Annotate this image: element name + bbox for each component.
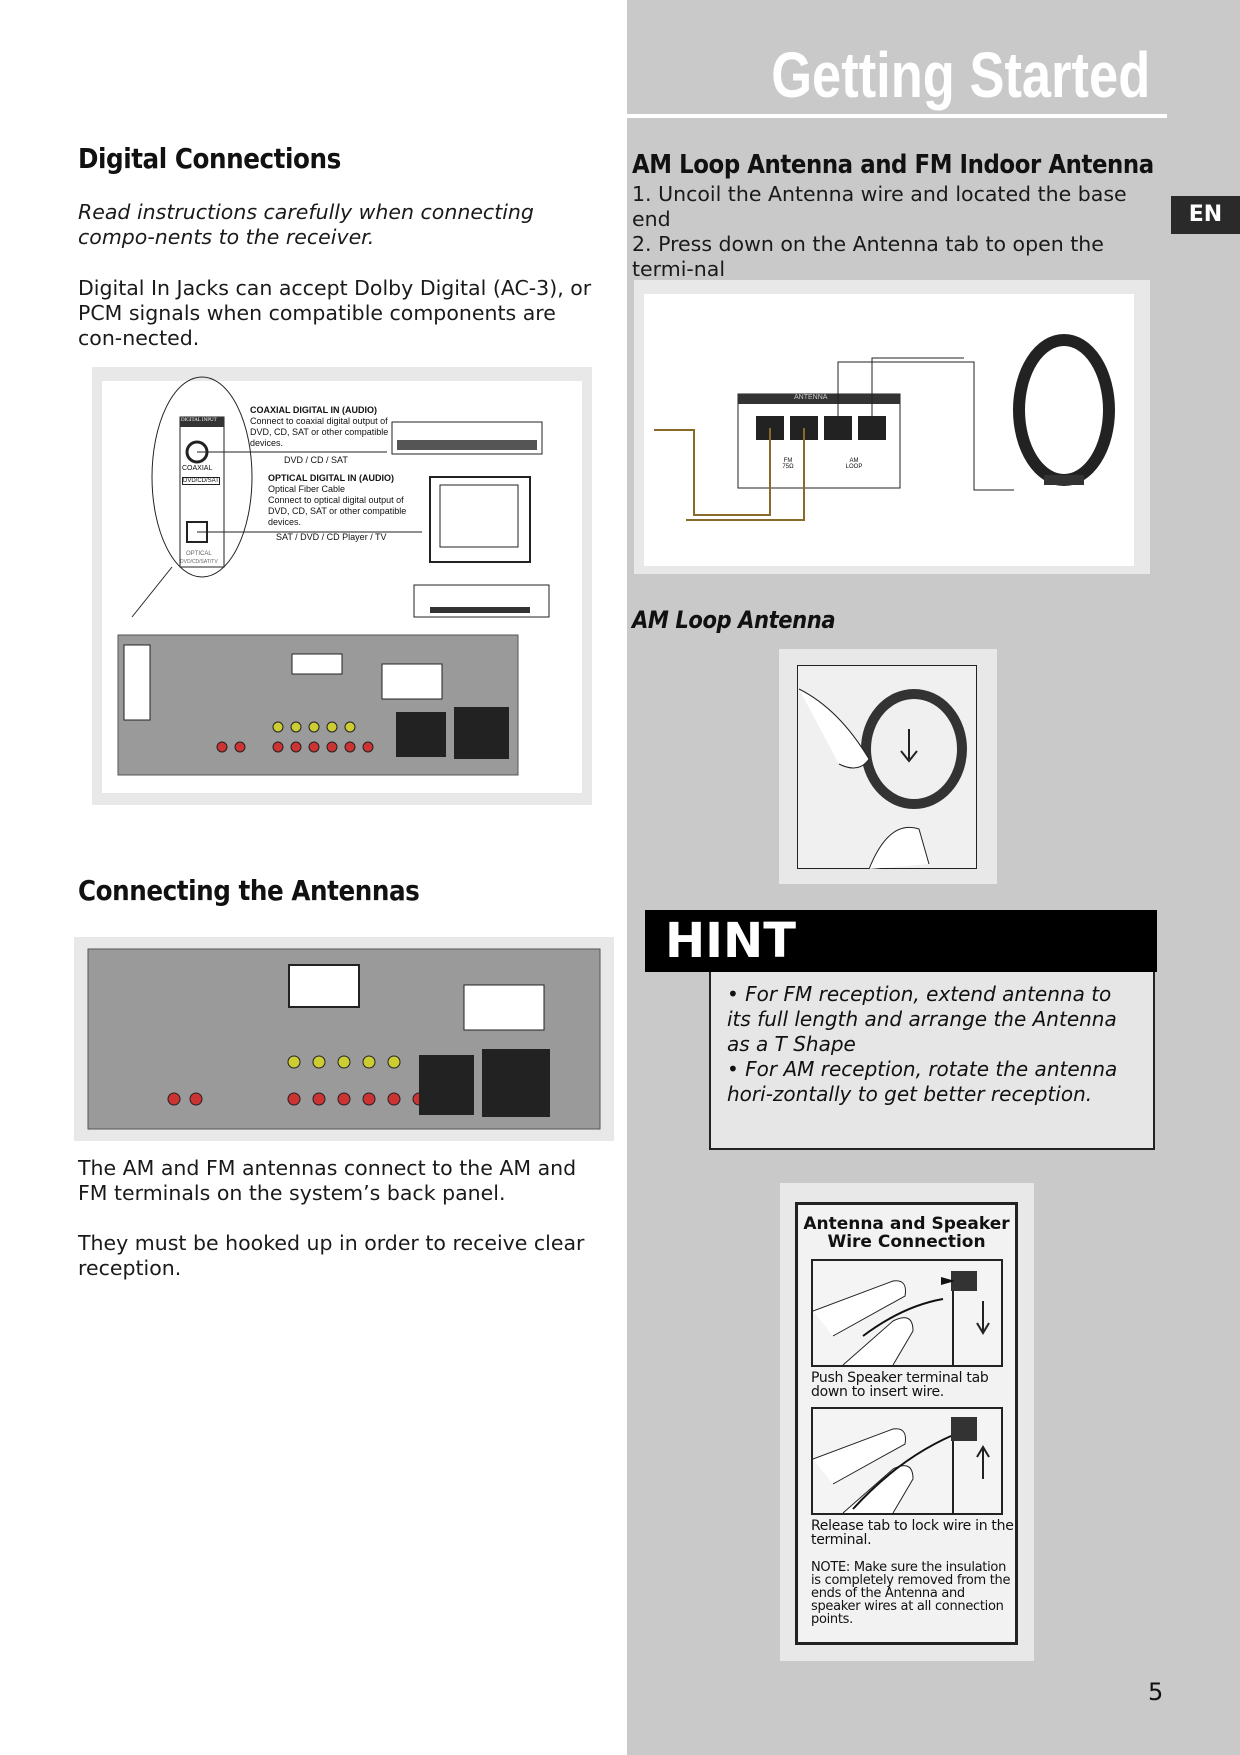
caption-release-tab: Release tab to lock wire in the terminal…: [811, 1518, 1014, 1548]
am-loop-heading: AM Loop Antenna: [632, 606, 836, 634]
section-title: Getting Started: [770, 39, 1150, 111]
hint-line-1: • For FM reception, extend antenna to it…: [727, 982, 1117, 1056]
caption-push-tab: Push Speaker terminal tab down to insert…: [811, 1370, 989, 1400]
release-tab-illustration: [811, 1407, 1003, 1515]
optical-sub: Optical Fiber Cable: [268, 484, 346, 494]
hint-title: HINT: [645, 910, 1157, 972]
optical-jack-sub: DVD/CD/SAT/TV: [180, 559, 218, 565]
coax-title: COAXIAL DIGITAL IN (AUDIO): [250, 405, 377, 415]
antennas-body-1: The AM and FM antennas connect to the AM…: [78, 1156, 577, 1205]
step-1: 1. Uncoil the Antenna wire and located t…: [632, 182, 1127, 231]
coax-jack-sub: DVD/CD/SAT: [182, 477, 220, 485]
optical-jack-label: OPTICAL: [186, 551, 212, 557]
coax-device-label: DVD / CD / SAT: [284, 455, 348, 465]
digital-connections-figure: COAXIAL DIGITAL IN (AUDIO) Connect to co…: [92, 367, 592, 805]
optical-text: Connect to optical digital output of DVD…: [268, 495, 407, 527]
back-panel-figure: [74, 937, 614, 1141]
speaker-wire-box: Antenna and Speaker Wire Connection Push…: [795, 1202, 1018, 1645]
language-tab: EN: [1171, 196, 1240, 234]
title-divider: [627, 114, 1167, 118]
digital-connections-heading: Digital Connections: [78, 142, 341, 175]
hint-box: • For FM reception, extend antenna to it…: [709, 972, 1155, 1150]
digital-diagram: [117, 376, 550, 776]
coax-jack-label: COAXIAL: [182, 465, 213, 472]
fm-label: FM 75Ω: [782, 458, 794, 470]
digital-intro: Read instructions carefully when connect…: [78, 200, 534, 249]
push-tab-illustration: [811, 1259, 1003, 1367]
optical-title: OPTICAL DIGITAL IN (AUDIO): [268, 473, 394, 483]
am-fm-heading: AM Loop Antenna and FM Indoor Antenna: [632, 150, 1154, 180]
step-2: 2. Press down on the Antenna tab to open…: [632, 232, 1104, 281]
am-label: AM LOOP: [845, 458, 863, 470]
antenna-figure: ANTENNA FM 75Ω AM LOOP: [634, 280, 1150, 574]
hint-line-2: • For AM reception, rotate the antenna h…: [727, 1057, 1118, 1106]
jack-header: DIGITAL INPUT: [181, 418, 217, 423]
insulation-note: NOTE: Make sure the insulation is comple…: [811, 1560, 1011, 1627]
page-number: 5: [1148, 1678, 1164, 1706]
digital-body: Digital In Jacks can accept Dolby Digita…: [78, 276, 592, 350]
antennas-heading: Connecting the Antennas: [78, 874, 420, 907]
antenna-panel-label: ANTENNA: [794, 394, 828, 401]
antennas-body-2: They must be hooked up in order to recei…: [78, 1231, 585, 1280]
am-loop-figure: [779, 649, 997, 884]
optical-device-label: SAT / DVD / CD Player / TV: [276, 532, 387, 542]
coax-text: Connect to coaxial digital output of DVD…: [250, 416, 389, 448]
speaker-box-title: Antenna and Speaker Wire Connection: [803, 1214, 1010, 1252]
